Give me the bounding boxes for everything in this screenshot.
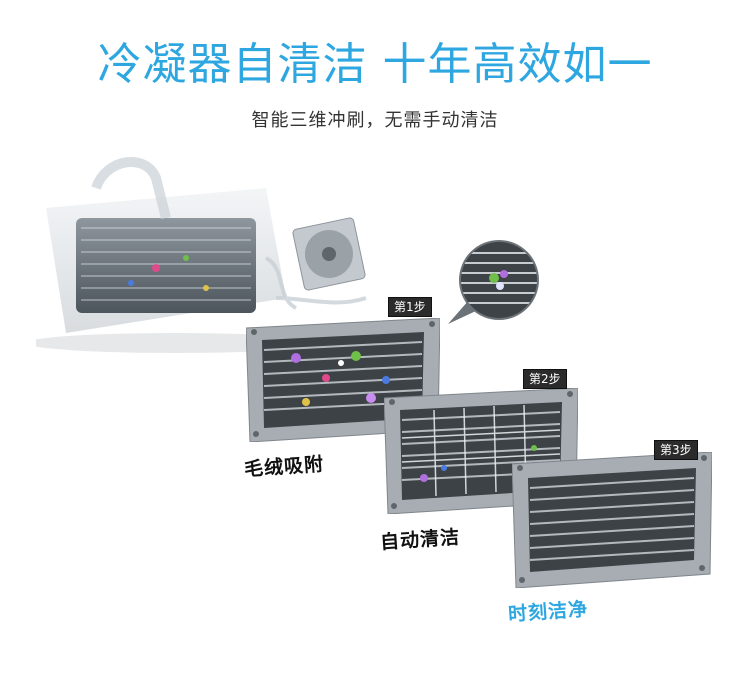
step-1-caption: 毛绒吸附	[243, 453, 325, 481]
headline: 冷凝器自清洁 十年高效如一	[97, 39, 653, 90]
condenser-machine-illustration	[26, 148, 436, 358]
step-1-badge: 第1步	[388, 297, 432, 317]
filter-panel-step-3	[512, 452, 712, 588]
step-2-badge: 第2步	[523, 369, 567, 389]
step-3-caption: 时刻洁净	[507, 598, 589, 626]
step-2-caption: 自动清洁	[379, 526, 461, 554]
zoom-detail-bubble	[444, 238, 544, 330]
subline: 智能三维冲刷，无需手动清洁	[251, 110, 499, 131]
step-3-badge: 第3步	[654, 440, 698, 460]
